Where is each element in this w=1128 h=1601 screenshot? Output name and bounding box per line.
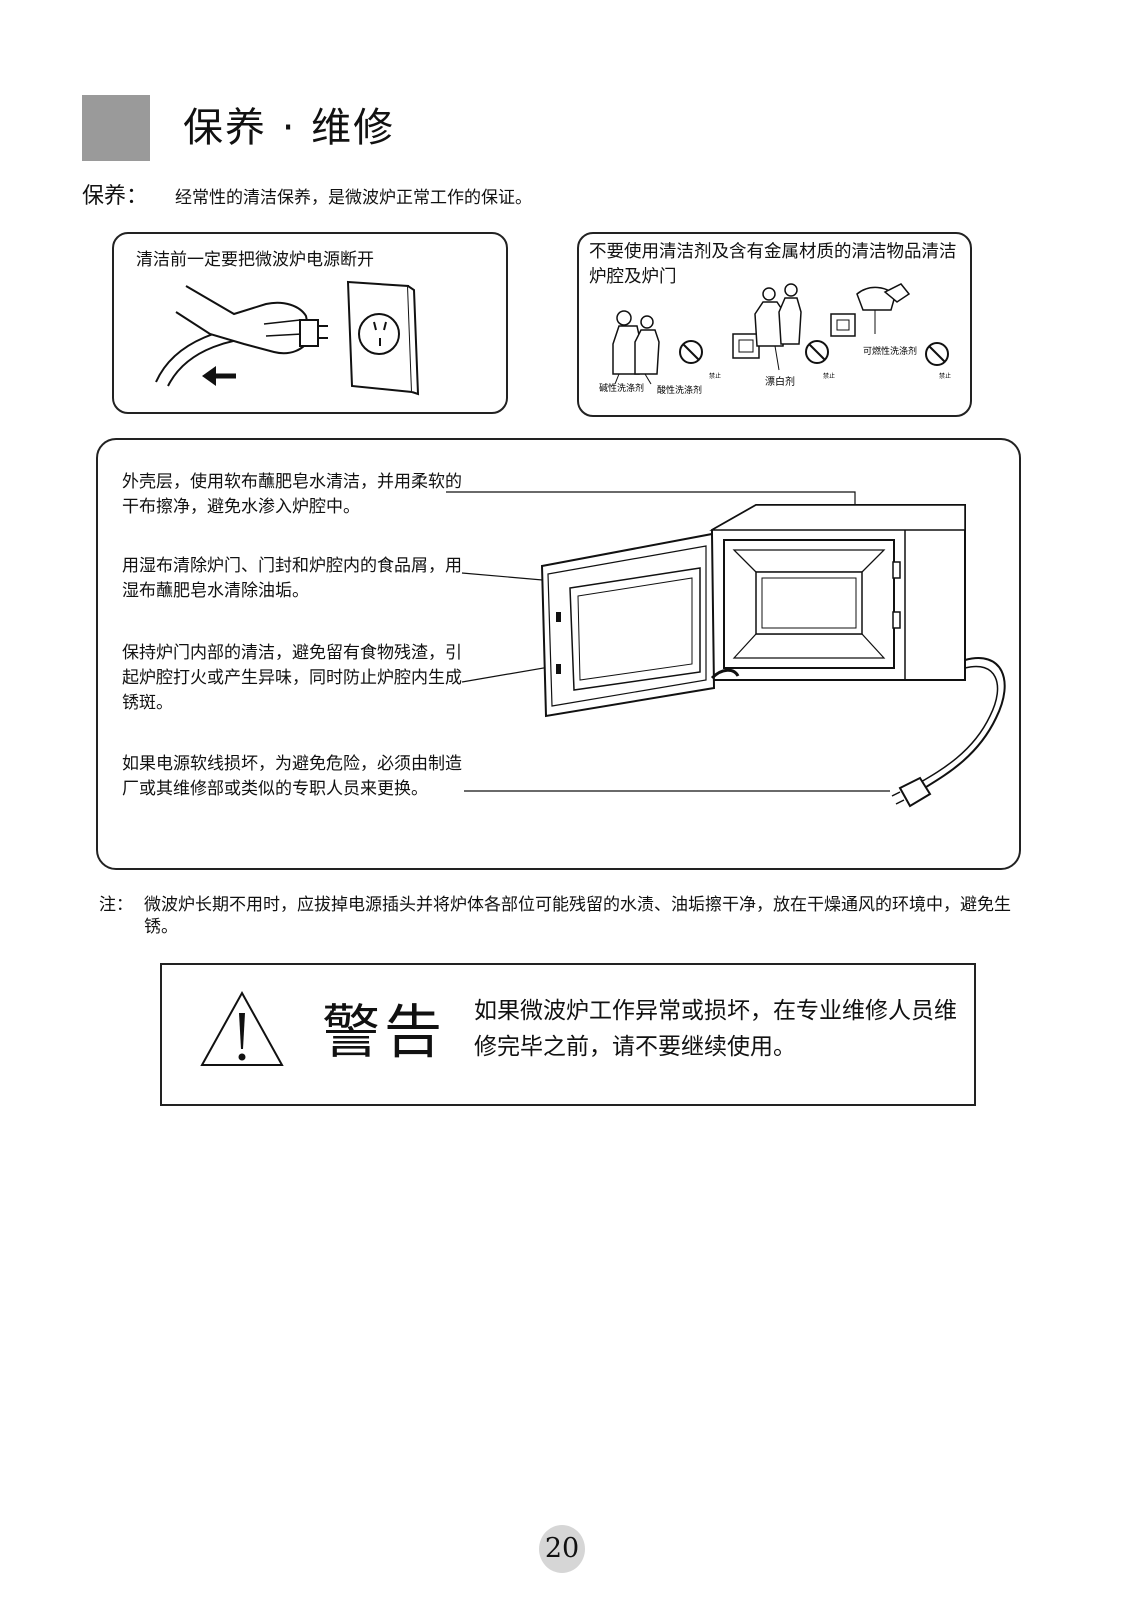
alkaline-label: 碱性洗涤剂 xyxy=(599,382,644,394)
exterior-cleaning-note: 外壳层，使用软布蘸肥皂水清洁，并用柔软的干布擦净，避免水渗入炉腔中。 xyxy=(122,472,462,517)
door-seal-cleaning-note: 用湿布清除炉门、门封和炉腔内的食品屑，用湿布蘸肥皂水清除油垢。 xyxy=(122,556,462,601)
forbidden-label: 禁止 xyxy=(823,372,835,380)
flammable-label: 可燃性洗涤剂 xyxy=(863,345,917,357)
page-title: 保养 · 维修 xyxy=(183,105,396,151)
warning-text: 如果微波炉工作异常或损坏，在专业维修人员维修完毕之前，请不要继续使用。 xyxy=(474,998,957,1060)
footnote-text: 微波炉长期不用时，应拔掉电源插头并将炉体各部位可能残留的水渍、油垢擦干净，放在干… xyxy=(144,895,1011,937)
detergent-illustration: 碱性洗涤剂 酸性洗涤剂 禁止 漂白剂 禁止 可燃性洗涤剂 禁止 xyxy=(599,283,951,396)
unplug-tip-text: 清洁前一定要把微波炉电源断开 xyxy=(136,250,374,270)
unplug-illustration xyxy=(155,280,420,396)
footnote-label: 注： xyxy=(99,895,133,915)
power-cord-note: 如果电源软线损坏，为避免危险，必须由制造厂或其维修部或类似的专职人员来更换。 xyxy=(122,754,462,799)
bleach-label: 漂白剂 xyxy=(765,375,795,388)
no-detergent-tip-box: 不要使用清洁剂及含有金属材质的清洁物品清洁炉腔及炉门 碱性洗涤剂 酸 xyxy=(577,232,972,417)
unplug-tip-box: 清洁前一定要把微波炉电源断开 xyxy=(112,232,508,414)
microwave-diagram-box xyxy=(96,438,1021,870)
no-detergent-tip-text: 不要使用清洁剂及含有金属材质的清洁物品清洁炉腔及炉门 xyxy=(589,242,957,287)
microwave-illustration xyxy=(446,491,1006,808)
maintenance-text: 经常性的清洁保养，是微波炉正常工作的保证。 xyxy=(175,188,532,208)
title-marker-block xyxy=(82,95,150,161)
forbidden-label: 禁止 xyxy=(709,372,721,380)
warning-box: 警告 如果微波炉工作异常或损坏，在专业维修人员维修完毕之前，请不要继续使用。 xyxy=(160,963,976,1106)
maintenance-label: 保养： xyxy=(82,184,149,209)
warning-triangle-icon xyxy=(200,990,284,1066)
warning-title: 警告 xyxy=(322,998,447,1066)
page-number: 20 xyxy=(539,1525,585,1573)
acidic-label: 酸性洗涤剂 xyxy=(657,384,702,396)
forbidden-label: 禁止 xyxy=(939,372,951,380)
door-interior-note: 保持炉门内部的清洁，避免留有食物残渣，引起炉腔打火或产生异味，同时防止炉腔内生成… xyxy=(122,643,462,713)
